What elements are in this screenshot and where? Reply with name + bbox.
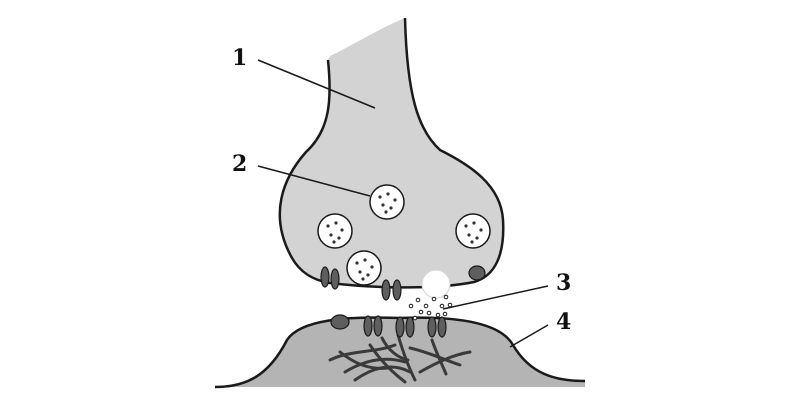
vesicle [369,184,405,220]
vesicle [346,250,382,286]
leader-line-1 [257,59,376,109]
vesicle [317,213,353,249]
vesicle [455,213,491,249]
label-presynaptic-terminal: 1 [232,45,248,71]
cytoskeleton-filaments [328,333,472,384]
neurotransmitter-molecules [408,294,453,321]
label-postsynaptic-membrane: 4 [556,309,572,335]
synaptic-vesicles [317,184,491,286]
leader-line-2 [257,165,371,197]
presynaptic-outline-left [278,17,505,289]
postsynaptic-region [215,317,585,387]
releasing-vesicle [421,269,451,299]
presynaptic-channels [320,265,486,301]
leader-line-3 [442,285,549,310]
postsynaptic-receptors [330,314,447,338]
leader-line-4 [509,324,549,348]
leader-lines [257,59,549,348]
label-neurotransmitter-release: 3 [556,270,572,296]
label-synaptic-vesicle: 2 [232,151,248,177]
